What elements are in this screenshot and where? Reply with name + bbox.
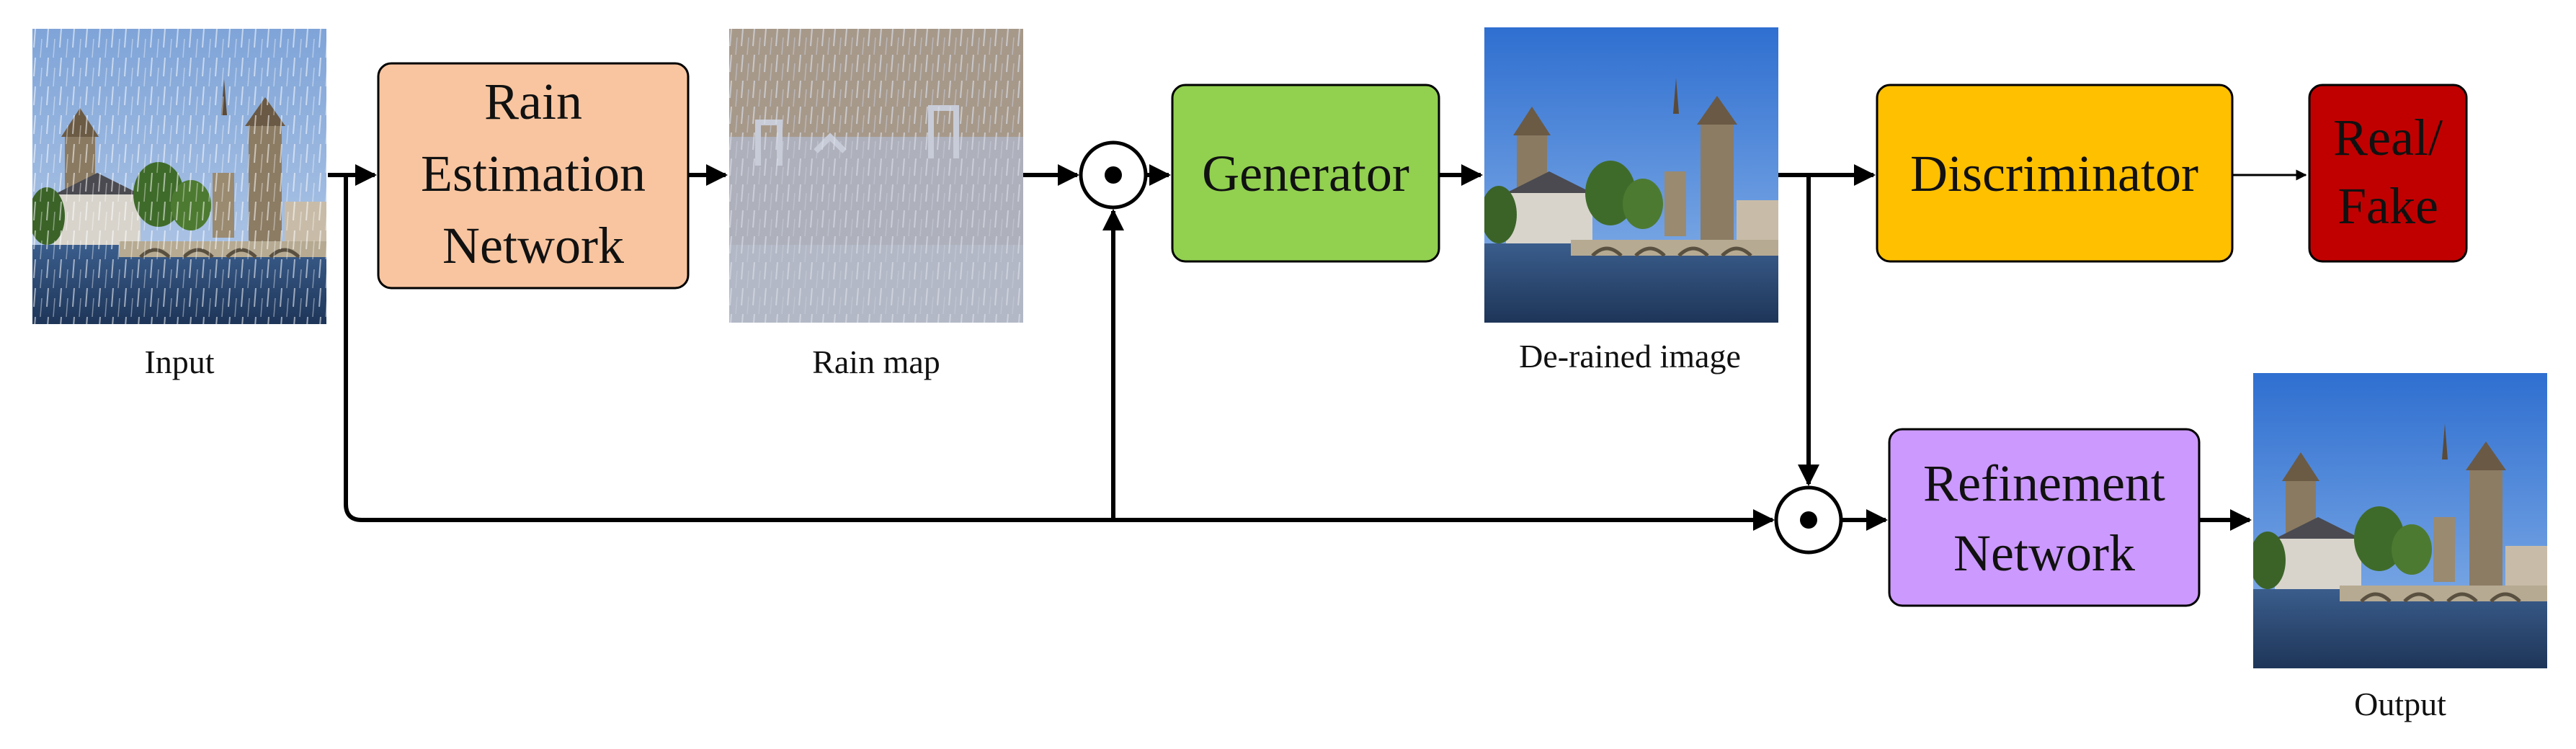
rain-estimation-label-line2: Estimation [421, 145, 646, 202]
input-image [32, 29, 326, 324]
element-wise-product-icon [1079, 140, 1148, 210]
derained-caption: De-rained image [1519, 338, 1741, 374]
connectors [328, 164, 2307, 531]
refinement-label-line2: Network [1953, 524, 2135, 582]
real-fake-label-line2: Fake [2337, 177, 2438, 235]
output-caption: Output [2354, 686, 2446, 722]
derained-image [1484, 27, 1778, 323]
refinement-label-line1: Refinement [1923, 454, 2165, 512]
generator-label: Generator [1202, 145, 1409, 202]
input-caption: Input [144, 344, 214, 380]
real-fake-box: Real/ Fake [2308, 84, 2468, 263]
real-fake-label-line1: Real/ [2333, 109, 2443, 166]
rain-estimation-label-line3: Network [442, 217, 624, 274]
rain-map-image [729, 29, 1023, 323]
refinement-network-box: Refinement Network [1888, 428, 2201, 607]
rain-estimation-label-line1: Rain [484, 73, 582, 130]
rain-estimation-network-box: Rain Estimation Network [377, 62, 690, 290]
discriminator-box: Discriminator [1876, 84, 2234, 263]
discriminator-label: Discriminator [1910, 145, 2198, 202]
output-image [2253, 373, 2547, 668]
generator-box: Generator [1171, 84, 1440, 263]
rain-map-caption: Rain map [812, 344, 940, 380]
element-wise-product-icon [1774, 485, 1843, 555]
